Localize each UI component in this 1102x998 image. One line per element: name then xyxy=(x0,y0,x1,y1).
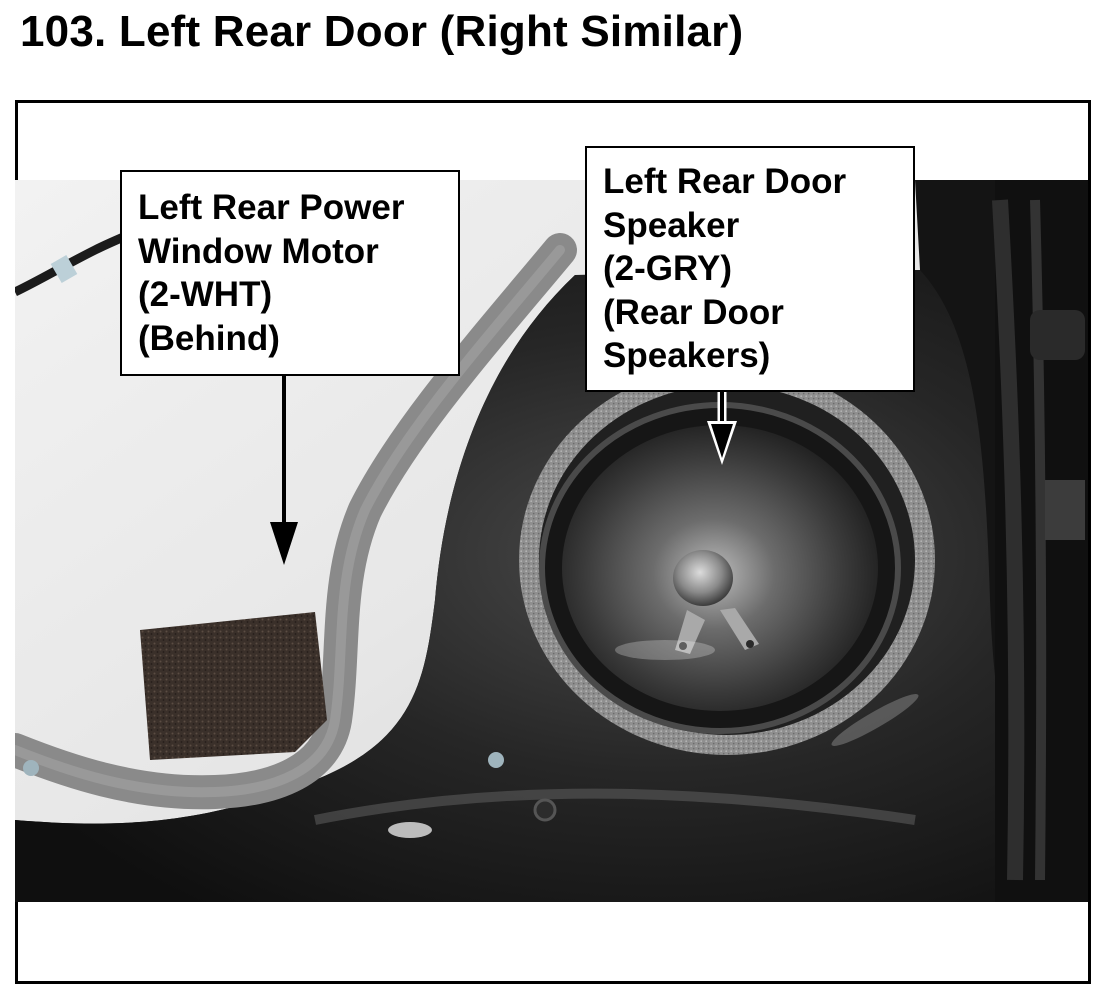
callout-line: Window Motor xyxy=(138,231,379,271)
callout-line: (Behind) xyxy=(138,318,280,358)
callout-line: Left Rear Power xyxy=(138,188,405,227)
page-title: 103. Left Rear Door (Right Similar) xyxy=(20,7,744,56)
callout-line: Speaker xyxy=(603,205,740,245)
callout-line: Speakers) xyxy=(603,336,771,375)
door-speaker-callout: Left Rear Door Speaker (2-GRY) (Rear Doo… xyxy=(585,146,915,392)
callout-line: (2-WHT) xyxy=(138,275,273,314)
window-motor-callout: Left Rear Power Window Motor (2-WHT) (Be… xyxy=(120,170,460,376)
callout-line: (Rear Door xyxy=(603,292,784,332)
callout-line: (2-GRY) xyxy=(603,249,732,288)
callout-line: Left Rear Door xyxy=(603,162,847,201)
